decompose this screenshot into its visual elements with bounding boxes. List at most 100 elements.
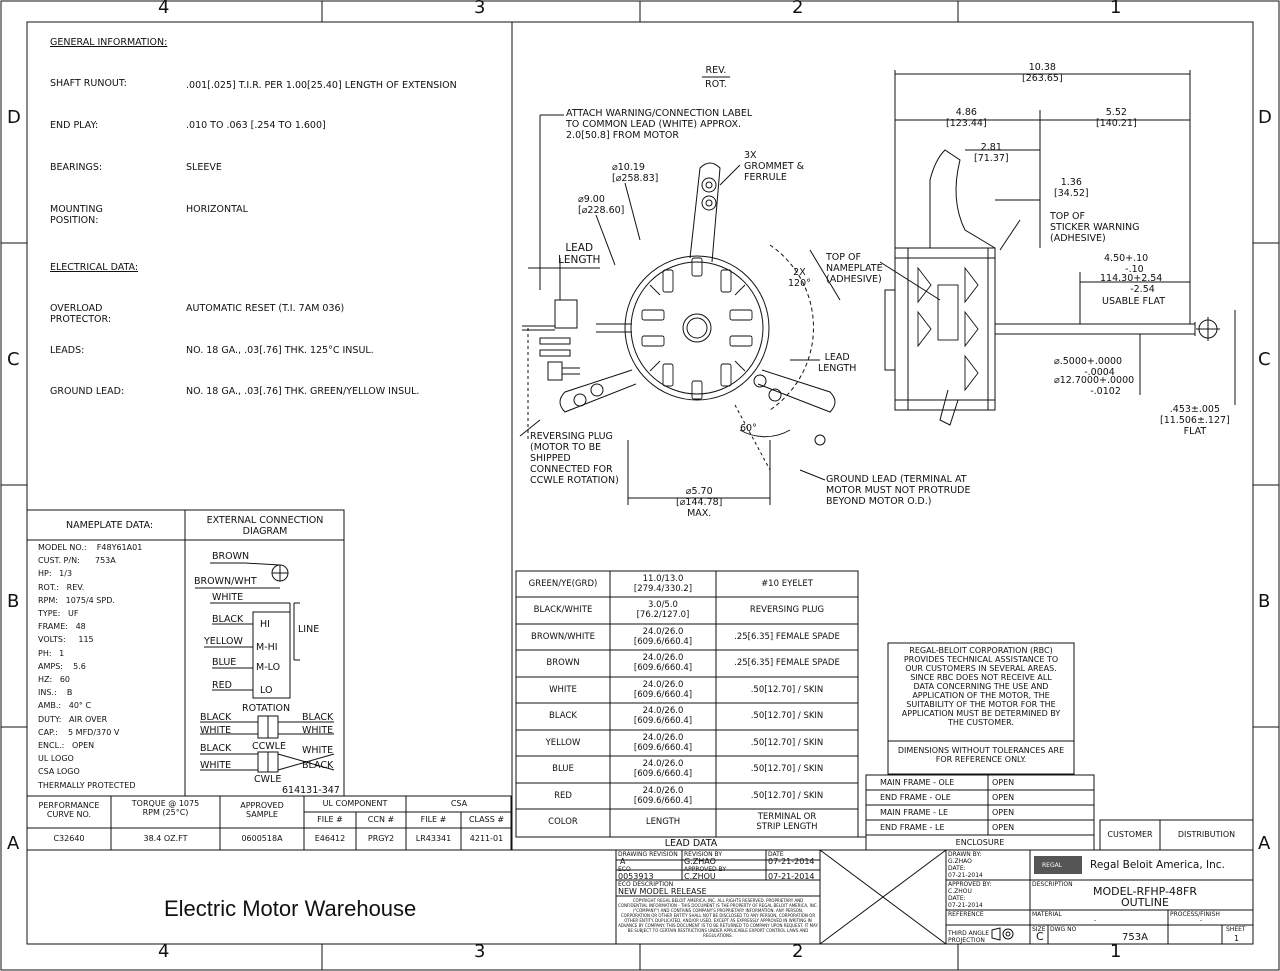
- lead-length-note: LEAD LENGTH: [818, 352, 857, 374]
- dimension-note: 114.30+2.54 -2.54: [1100, 273, 1163, 295]
- lead-data-cell: BROWN/WHITE: [531, 632, 595, 643]
- perf-header: UL COMPONENT: [322, 799, 388, 808]
- nameplate-line: TYPE: UF: [38, 609, 79, 618]
- dimension-note: ⌀9.00 [⌀228.60]: [578, 194, 625, 216]
- perf-subheader: FILE #: [317, 815, 343, 824]
- spec-label: GROUND LEAD:: [50, 386, 125, 397]
- tb-value: C.ZHOU: [948, 888, 972, 895]
- wire-label: BLACK: [302, 712, 334, 723]
- dimension-note: 4.50+.10 -.10: [1104, 253, 1149, 275]
- lead-data-cell: 11.0/13.0 [279.4/330.2]: [633, 574, 693, 595]
- column-label: 2: [792, 941, 804, 962]
- nameplate-line: UL LOGO: [38, 754, 74, 764]
- drawing-number: 753A: [1122, 932, 1148, 943]
- tb-label: DATE: [768, 851, 784, 858]
- spec-label: END PLAY:: [50, 120, 99, 131]
- wire-label: YELLOW: [204, 636, 243, 647]
- sticker-note: TOP OF STICKER WARNING (ADHESIVE): [1050, 211, 1140, 244]
- tb-label: DWG NO: [1050, 926, 1077, 933]
- dimension-note: ⌀12.7000+.0000 -.0102: [1054, 375, 1135, 397]
- wire-label: BROWN: [212, 551, 250, 562]
- tb-label: ECO: [618, 866, 631, 873]
- nameplate-line: AMPS: 5.6: [38, 661, 86, 671]
- row-label: C: [1258, 349, 1271, 370]
- spec-label: LEADS:: [50, 345, 85, 356]
- lead-data-cell: 3.0/5.0 [76.2/127.0]: [636, 600, 690, 621]
- nameplate-heading: NAMEPLATE DATA:: [66, 520, 154, 531]
- tb-value: -: [1200, 917, 1203, 924]
- column-label: 1: [1110, 941, 1122, 962]
- dimension-note: 10.38 [263.65]: [1022, 62, 1063, 84]
- copyright-text: COPYRIGHT REGAL BELOIT AMERICA, INC. ALL…: [618, 898, 818, 938]
- rotation-label: ROTATION: [242, 703, 291, 714]
- tb-label: REFERENCE: [948, 911, 984, 918]
- nameplate-line: HP: 1/3: [38, 569, 73, 579]
- tb-label: SIZE: [1032, 926, 1046, 933]
- perf-header: APPROVED SAMPLE: [240, 801, 284, 819]
- perf-value: LR43341: [415, 834, 452, 843]
- connection-heading: EXTERNAL CONNECTION DIAGRAM: [206, 515, 324, 537]
- wire-label: RED: [212, 680, 232, 691]
- nameplate-line: ENCL.: OPEN: [38, 741, 95, 750]
- perf-value: E46412: [314, 834, 346, 843]
- tb-value: G.ZHAO: [684, 857, 716, 866]
- wire-label: BLACK: [200, 712, 232, 723]
- lead-data-cell: 24.0/26.0 [609.6/660.4]: [633, 653, 693, 674]
- lead-data-caption: LEAD DATA: [664, 838, 718, 849]
- wire-label: WHITE: [302, 745, 334, 756]
- row-label: C: [7, 349, 20, 370]
- wire-label: WHITE: [212, 592, 244, 603]
- dimension-note: 2.81 [71.37]: [974, 142, 1009, 164]
- drawing-title: MODEL-RFHP-48FR OUTLINE: [1092, 885, 1198, 909]
- lead-data-cell: .50[12.70] / SKIN: [750, 738, 824, 749]
- spec-value: NO. 18 GA., .03[.76] THK. GREEN/YELLOW I…: [186, 386, 420, 397]
- nameplate-line: CUST. P/N: 753A: [38, 556, 116, 566]
- tb-label: ECO DESCRIPTION: [618, 881, 674, 888]
- enclosure-value: OPEN: [992, 778, 1015, 787]
- column-label: 2: [792, 0, 804, 18]
- spec-value: AUTOMATIC RESET (T.I. 7AM 036): [186, 303, 345, 314]
- perf-header: CSA: [450, 799, 468, 808]
- perf-header: PERFORMANCE CURVE NO.: [38, 801, 100, 819]
- row-label: B: [1258, 591, 1271, 612]
- reversing-plug-note: REVERSING PLUG (MOTOR TO BE SHIPPED CONN…: [530, 431, 619, 486]
- lead-data-cell: .50[12.70] / SKIN: [750, 711, 824, 722]
- lead-data-cell: BROWN: [546, 658, 580, 669]
- tb-label: DRAWING REVISION: [618, 851, 678, 858]
- spec-label: BEARINGS:: [50, 162, 103, 173]
- spec-value: HORIZONTAL: [186, 204, 248, 215]
- lead-data-cell: 24.0/26.0 [609.6/660.4]: [633, 733, 693, 754]
- general-info-heading: GENERAL INFORMATION:: [50, 37, 168, 48]
- tap-label: HI: [260, 619, 270, 630]
- electrical-heading: ELECTRICAL DATA:: [50, 262, 139, 273]
- dimension-note: ⌀5.70 [⌀144.78] MAX.: [676, 486, 723, 519]
- tb-value: A: [620, 857, 626, 866]
- nameplate-line: FRAME: 48: [38, 622, 86, 632]
- tb-value: 1: [1234, 934, 1240, 943]
- rev-label: REV.: [705, 65, 727, 76]
- lead-data-cell: BLACK: [549, 711, 577, 722]
- lead-data-cell: TERMINAL OR STRIP LENGTH: [756, 812, 818, 833]
- lead-data-cell: BLUE: [552, 764, 574, 775]
- lead-data-cell: REVERSING PLUG: [749, 605, 825, 616]
- row-label: A: [7, 833, 20, 854]
- wire-label: WHITE: [200, 725, 232, 736]
- enclosure-value: OPEN: [992, 808, 1015, 817]
- lead-data-cell: WHITE: [549, 685, 577, 696]
- lead-data-cell: .25[6.35] FEMALE SPADE: [734, 658, 840, 669]
- lead-data-cell: BLACK/WHITE: [533, 605, 593, 616]
- nameplate-line: AMB.: 40° C: [38, 701, 92, 711]
- perf-subheader: CCN #: [367, 815, 395, 824]
- angle-note: 60°: [740, 423, 757, 434]
- column-label: 3: [474, 941, 486, 962]
- enclosure-caption: ENCLOSURE: [955, 838, 1005, 847]
- angle-note: 2X 120°: [788, 267, 811, 289]
- enclosure-value: OPEN: [992, 793, 1015, 802]
- row-label: B: [7, 591, 20, 612]
- dimension-note: 1.36 [34.52]: [1054, 177, 1089, 199]
- rot-label: ROT.: [705, 79, 727, 90]
- row-label: D: [1258, 107, 1272, 128]
- column-label: 3: [474, 0, 486, 18]
- nameplate-line: VOLTS: 115: [38, 635, 94, 645]
